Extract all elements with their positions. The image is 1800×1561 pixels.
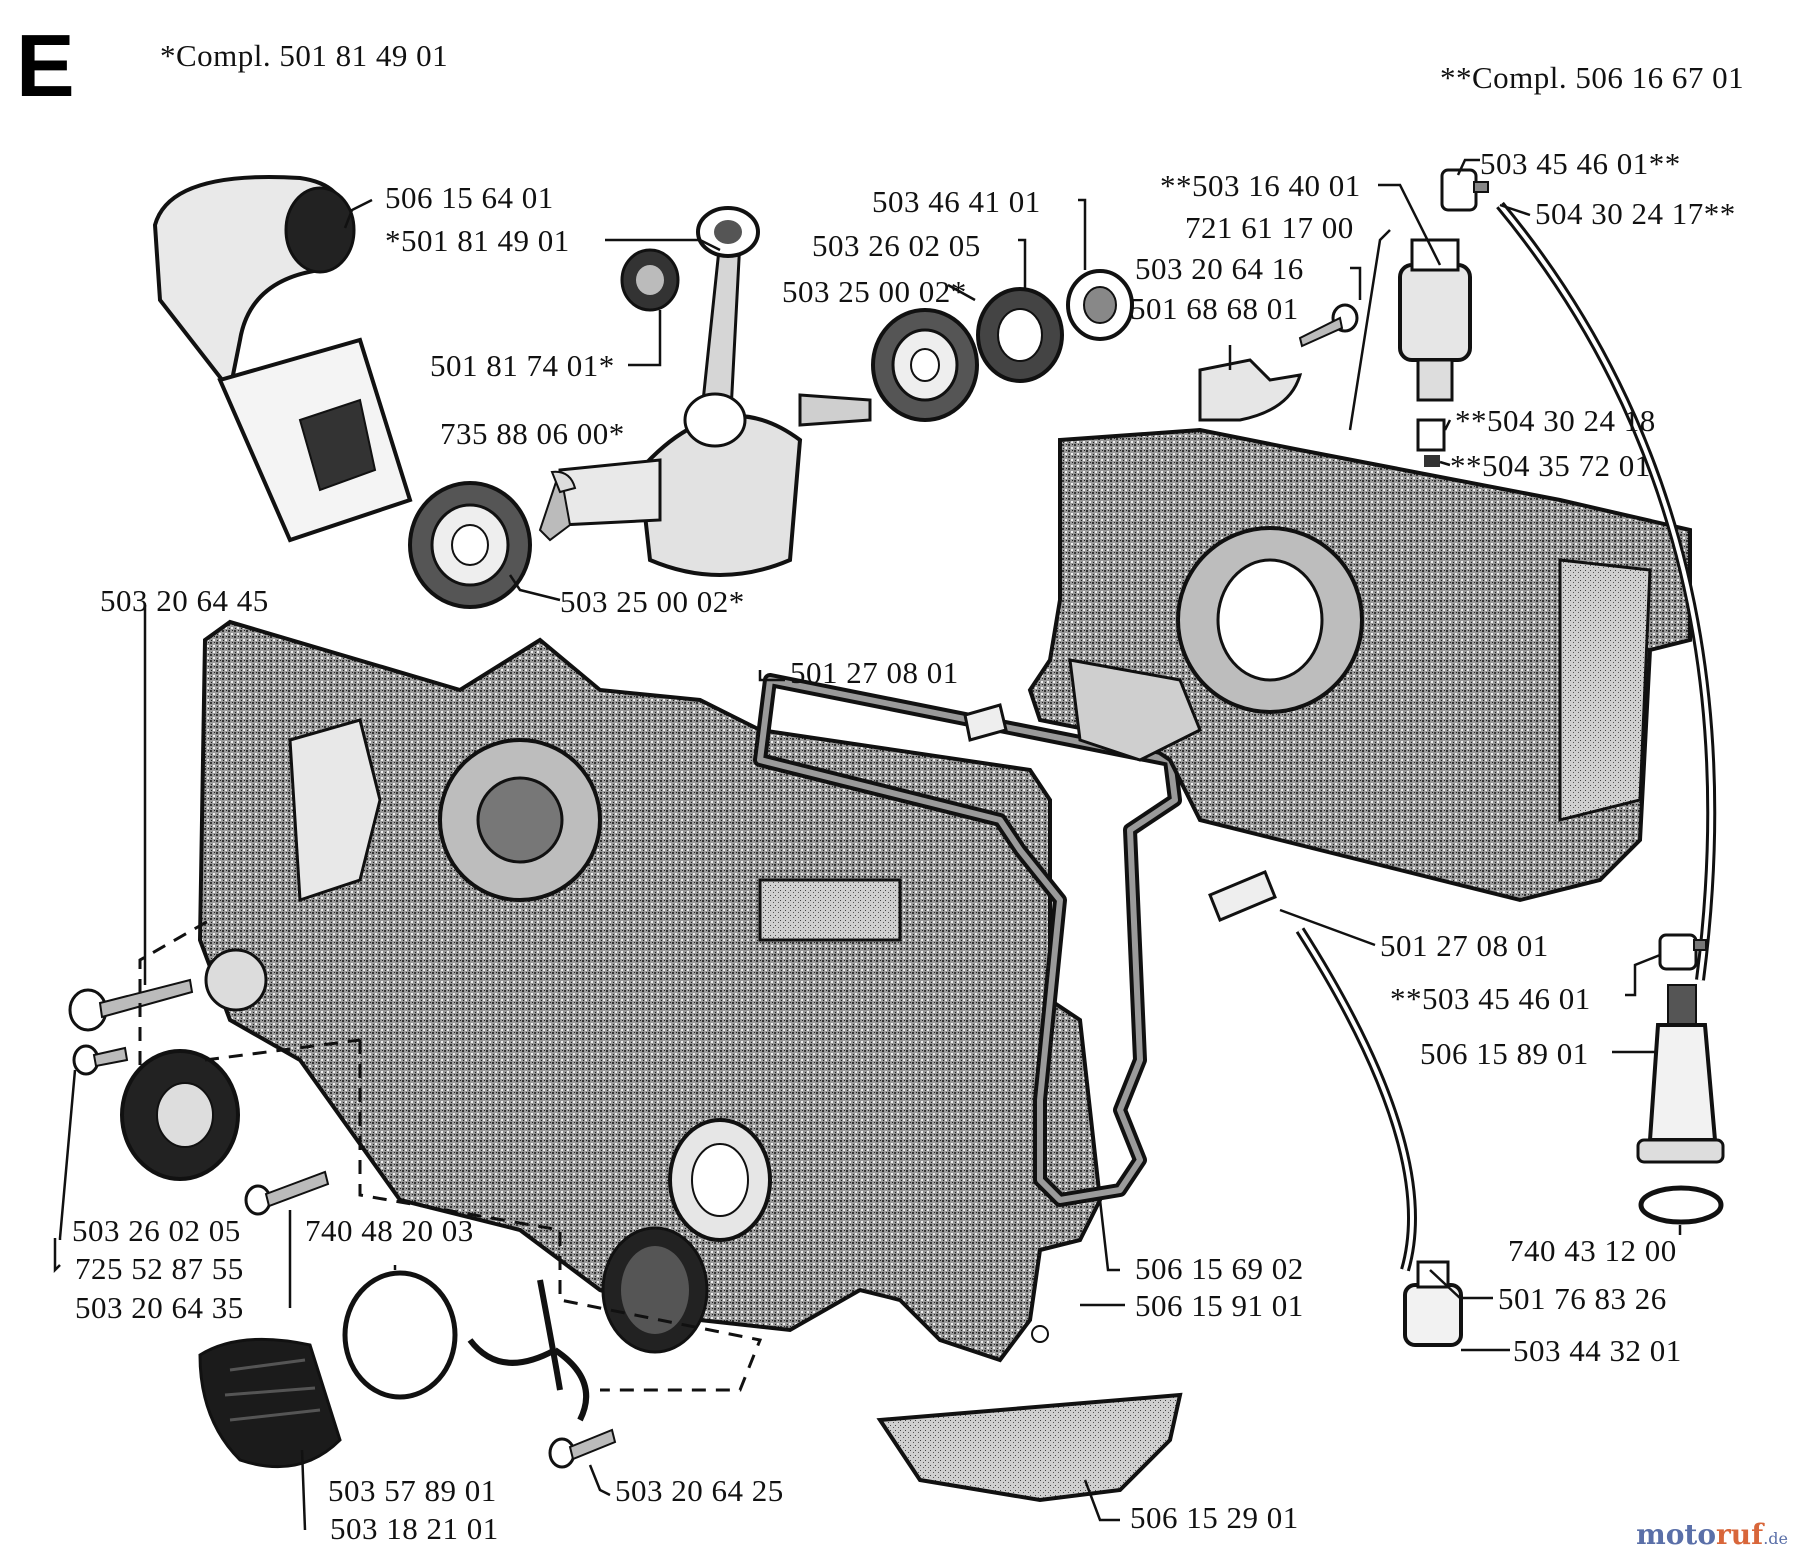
tank-cap — [198, 1337, 342, 1469]
screw-left — [68, 978, 194, 1032]
cap-retainer — [467, 1279, 590, 1422]
part-number-label: 503 57 89 01 — [328, 1473, 497, 1508]
part-number-label: 503 18 21 01 — [330, 1511, 499, 1546]
watermark-logo: motoruf.de — [1636, 1518, 1788, 1551]
ball-bearing-upper — [871, 308, 979, 422]
bottom-guard — [876, 1392, 1183, 1503]
part-number-label: 503 45 46 01** — [1480, 146, 1681, 181]
o-ring-left — [342, 1270, 458, 1400]
dashed-outline — [138, 918, 763, 1392]
part-number-label: 503 25 00 02* — [782, 274, 967, 309]
washer-upper — [1066, 269, 1134, 341]
seal-ring-lower — [120, 1049, 240, 1181]
oil-pump-assembly — [1398, 238, 1472, 467]
part-number-label: 721 61 17 00 — [1185, 210, 1354, 245]
part-number-label: 503 26 02 05 — [72, 1213, 241, 1248]
part-number-label: 506 15 89 01 — [1420, 1036, 1589, 1071]
part-number-label: 501 81 74 01* — [430, 348, 615, 383]
part-number-label: 503 20 64 16 — [1135, 251, 1304, 286]
screw-right-upper — [1298, 303, 1359, 348]
leader-lines — [53, 158, 1682, 1531]
part-number-label: **503 45 46 01 — [1390, 981, 1591, 1016]
part-number-label: 501 27 08 01 — [790, 655, 959, 690]
section-letter: E — [16, 16, 75, 115]
intake-boot — [152, 175, 413, 543]
o-ring-right — [1638, 1185, 1724, 1225]
part-number-label: 503 26 02 05 — [812, 228, 981, 263]
seal-ring-upper — [976, 287, 1064, 383]
gasket — [753, 673, 1182, 1207]
crankshaft — [538, 206, 872, 577]
dowel-pin-upper — [963, 703, 1008, 742]
part-number-label: 506 15 91 01 — [1135, 1288, 1304, 1323]
compl-note-left: *Compl. 501 81 49 01 — [160, 38, 449, 73]
crankcase-right — [1027, 427, 1692, 903]
part-number-label: **503 16 40 01 — [1160, 168, 1361, 203]
screw-bottom — [548, 1428, 617, 1469]
part-number-label: 740 43 12 00 — [1508, 1233, 1677, 1268]
compl-note-right: **Compl. 506 16 67 01 — [1440, 60, 1745, 95]
crankcase-left — [197, 619, 1103, 1363]
part-number-label: 506 15 29 01 — [1130, 1500, 1299, 1535]
part-number-label: 506 15 64 01 — [385, 180, 554, 215]
part-number-label: 503 25 00 02* — [560, 584, 745, 619]
strainer — [1636, 984, 1725, 1164]
bracket — [1198, 358, 1303, 422]
part-number-label: 735 88 06 00* — [440, 416, 625, 451]
part-number-label: **504 35 72 01 — [1450, 448, 1651, 483]
screw-small-left — [72, 1044, 129, 1076]
part-number-label: 503 44 32 01 — [1513, 1333, 1682, 1368]
part-number-label: 501 27 08 01 — [1380, 928, 1549, 963]
part-number-label: 503 20 64 25 — [615, 1473, 784, 1508]
part-number-label: 506 15 69 02 — [1135, 1251, 1304, 1286]
hose-connector-right — [1658, 933, 1707, 971]
ball-bearing-lower — [408, 481, 532, 609]
part-number-label: 503 46 41 01 — [872, 184, 1041, 219]
part-number-label: *501 81 49 01 — [385, 223, 570, 258]
part-number-label: 725 52 87 55 — [75, 1251, 244, 1286]
part-number-label: **504 30 24 18 — [1455, 403, 1656, 438]
part-number-label: 501 68 68 01 — [1130, 291, 1299, 326]
part-number-label: 501 76 83 26 — [1498, 1281, 1667, 1316]
part-number-label: 503 20 64 45 — [100, 583, 269, 618]
part-number-label: 503 20 64 35 — [75, 1290, 244, 1325]
dowel-pin-lower — [1208, 870, 1277, 922]
part-number-label: 740 48 20 03 — [305, 1213, 474, 1248]
woodruff-key — [550, 470, 577, 494]
part-number-label: 504 30 24 17** — [1535, 196, 1736, 231]
screw-mid-left — [244, 1170, 330, 1216]
